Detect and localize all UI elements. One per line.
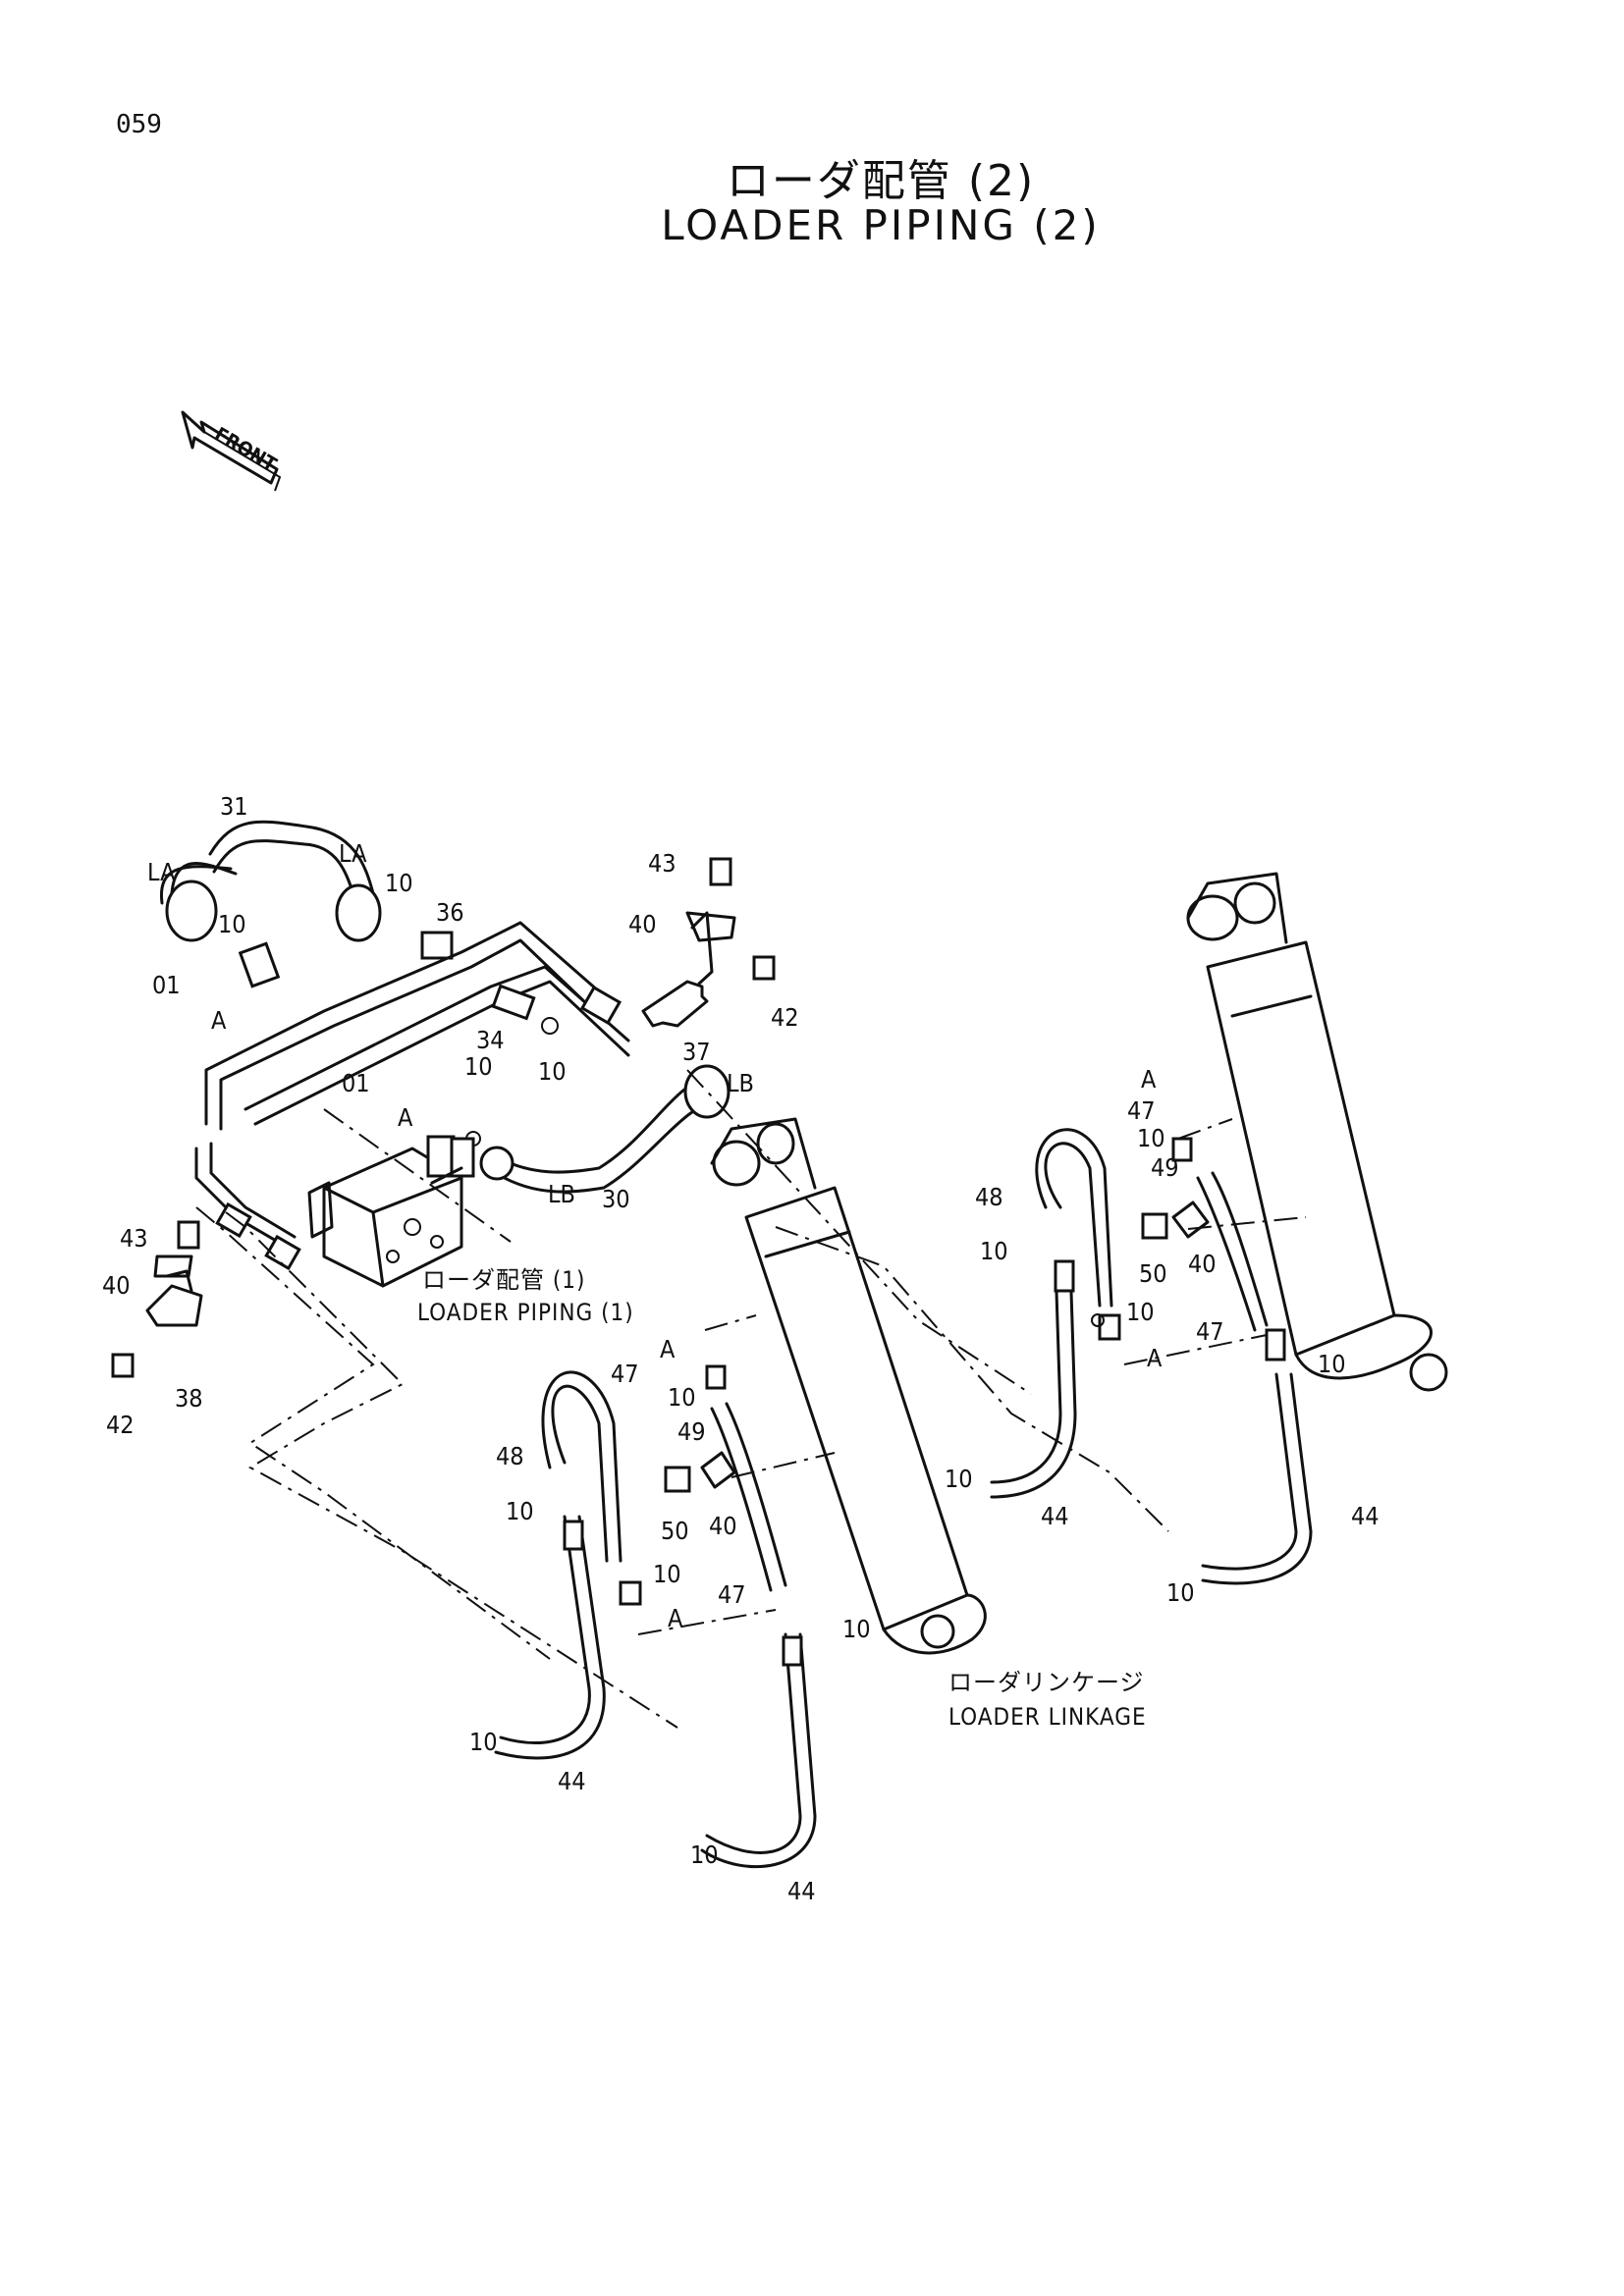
- callout-10-r4: 10: [1318, 1350, 1346, 1378]
- callout-40-left: 40: [102, 1271, 131, 1300]
- callout-49-r: 49: [1151, 1153, 1179, 1182]
- ref-loader-piping-1-en: LOADER PIPING (1): [417, 1299, 634, 1326]
- callout-a-r1: A: [1141, 1065, 1157, 1094]
- callout-49-l: 49: [677, 1417, 706, 1446]
- callout-44-r1: 44: [1041, 1502, 1069, 1530]
- ref-loader-linkage-jp: ローダリンケージ: [948, 1669, 1145, 1696]
- callout-lb-right: LB: [727, 1069, 754, 1097]
- callout-10-r1: 10: [1137, 1124, 1165, 1152]
- page-number: 059: [116, 110, 162, 139]
- ref-loader-linkage-en: LOADER LINKAGE: [948, 1703, 1147, 1731]
- callout-48-l: 48: [496, 1442, 524, 1470]
- callout-10-b: 10: [538, 1057, 567, 1086]
- callout-43-left: 43: [120, 1224, 148, 1253]
- callout-30: 30: [602, 1185, 630, 1213]
- callout-a-l2: A: [668, 1604, 683, 1632]
- callout-38: 38: [175, 1384, 203, 1413]
- callout-50-l: 50: [661, 1517, 689, 1545]
- callout-10-a: 10: [218, 910, 246, 938]
- page-title-english: LOADER PIPING (2): [661, 201, 1101, 249]
- main-piping: [159, 820, 731, 1271]
- callout-36: 36: [436, 898, 464, 927]
- callout-a-top: A: [211, 1006, 227, 1035]
- callout-43-top: 43: [648, 849, 677, 878]
- control-valve: [307, 1135, 475, 1288]
- callout-44-r2: 44: [1351, 1502, 1380, 1530]
- callout-37: 37: [682, 1038, 711, 1066]
- page-title-japanese: ローダ配管 (2): [726, 156, 1036, 206]
- callout-labels: 31 LA LA 10 36 10 01 A 34 10 01 10 A LB …: [102, 792, 1380, 1905]
- right-cylinder: [1186, 872, 1448, 1392]
- callout-42-top: 42: [771, 1003, 799, 1032]
- callout-10-r5: 10: [945, 1465, 973, 1493]
- callout-a-r2: A: [1147, 1344, 1163, 1372]
- callout-10-l4: 10: [842, 1615, 871, 1643]
- callout-10-l1: 10: [668, 1383, 696, 1412]
- front-direction-arrow: FRONT: [181, 410, 282, 492]
- callout-40-top: 40: [628, 910, 657, 938]
- callout-10-l6: 10: [690, 1841, 719, 1869]
- callout-48-r: 48: [975, 1183, 1003, 1211]
- bracket-37: [641, 857, 776, 1028]
- callout-44-l1: 44: [558, 1767, 586, 1795]
- callout-la-left: LA: [147, 858, 176, 886]
- callout-a-l1: A: [660, 1335, 676, 1363]
- ref-loader-piping-1-jp: ローダ配管 (1): [422, 1266, 585, 1294]
- callout-47-l2: 47: [718, 1580, 746, 1609]
- reference-notes: ローダ配管 (1) LOADER PIPING (1) ローダリンケージ LOA…: [417, 1266, 1147, 1731]
- callout-47-l1: 47: [611, 1360, 639, 1388]
- callout-44-l2: 44: [787, 1877, 816, 1905]
- callout-42-left: 42: [106, 1411, 135, 1439]
- callout-10-r2: 10: [980, 1237, 1008, 1265]
- callout-10-r3: 10: [1126, 1298, 1155, 1326]
- callout-40-r: 40: [1188, 1250, 1217, 1278]
- callout-10-l3: 10: [653, 1560, 681, 1588]
- bracket-38: [111, 1220, 203, 1378]
- callout-10-mid: 10: [464, 1052, 493, 1081]
- callout-50-r: 50: [1139, 1259, 1167, 1288]
- callout-10-top: 10: [385, 869, 413, 897]
- right-cylinder-piping: [990, 1128, 1313, 1585]
- callout-47-r1: 47: [1127, 1096, 1156, 1125]
- callout-10-l2: 10: [506, 1497, 534, 1525]
- left-cylinder-piping: [494, 1364, 817, 1869]
- left-cylinder: [710, 1117, 987, 1655]
- callout-10-r6: 10: [1166, 1578, 1195, 1607]
- leader-lines: [195, 1069, 1307, 1729]
- callout-10-l5: 10: [469, 1728, 498, 1756]
- callout-lb-left: LB: [548, 1180, 575, 1208]
- callout-01-top: 01: [152, 971, 181, 999]
- callout-a-mid: A: [398, 1103, 413, 1132]
- callout-31: 31: [220, 792, 248, 821]
- callout-34: 34: [476, 1026, 505, 1054]
- callout-01-mid: 01: [342, 1069, 370, 1097]
- callout-40-l: 40: [709, 1512, 737, 1540]
- callout-la-right: LA: [339, 839, 367, 868]
- callout-47-r2: 47: [1196, 1317, 1224, 1346]
